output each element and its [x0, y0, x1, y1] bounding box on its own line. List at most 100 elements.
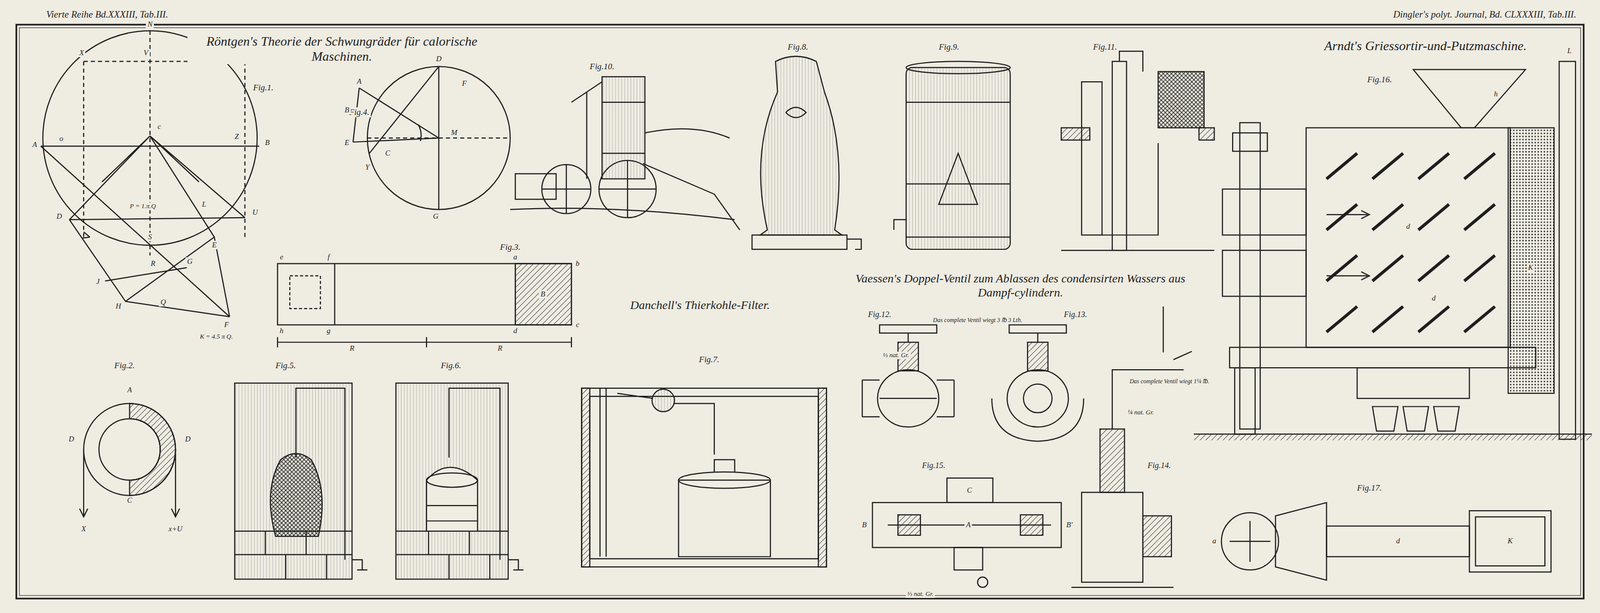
figure-number: Fig.11.: [1091, 42, 1119, 53]
figure-number: Fig.1.: [251, 82, 276, 93]
fig10-cart-part: [571, 81, 603, 179]
part-letter: K: [1526, 263, 1535, 272]
fig13-valve-part: [1037, 332, 1039, 342]
fig14-valve-part: [1100, 428, 1125, 492]
part-letter: d: [1394, 536, 1402, 545]
part-letter: c: [574, 320, 581, 329]
part-letter: D: [434, 54, 444, 64]
fig3-section-part: [277, 263, 572, 325]
fig10-cart-part: [602, 76, 646, 179]
part-letter: e: [278, 252, 286, 262]
fig5-filter: [234, 382, 368, 579]
part-letter: K: [1506, 536, 1515, 545]
fig1-flywheel-diagram-part: [83, 30, 246, 256]
figure-number: Fig.12.: [866, 309, 893, 319]
part-letter: A: [31, 140, 39, 149]
figure-number: Fig.16.: [1365, 74, 1394, 85]
fig5-filter-part: [234, 530, 352, 579]
fig16-machine-part: [1239, 122, 1261, 430]
fig2-ring-part: [83, 403, 176, 495]
fig6-filter-part: [426, 467, 478, 531]
fig16-machine-part-part: [1372, 306, 1404, 332]
fig1-flywheel-diagram-part: [69, 217, 245, 220]
fig16-machine-part-part: [1326, 255, 1357, 281]
figure-number: Fig.14.: [1145, 460, 1172, 470]
part-letter: d: [511, 326, 519, 335]
figure-number: Fig.8.: [786, 42, 811, 53]
fig10-cart: [510, 76, 740, 230]
fig7-filter-box-part: [589, 395, 819, 559]
figure-number: Fig.5.: [274, 360, 298, 371]
part-letter: f: [325, 252, 331, 262]
fig7-filter-box: [581, 387, 827, 567]
fig3-section-part: [334, 263, 516, 325]
fig12-valve-part: [879, 397, 937, 399]
fig11-apparatus-part: [1198, 127, 1215, 140]
part-letter: C: [383, 148, 392, 158]
fig9-filter-vessel: [893, 61, 1011, 250]
part-letter: A: [125, 385, 134, 394]
fig14-valve: [1071, 306, 1192, 587]
fig13-valve-part: [1027, 341, 1049, 371]
fig15-valve-section-part: [946, 477, 993, 503]
fig7-filter-box-part: [714, 459, 735, 472]
fig9-filter-vessel-part: [906, 67, 1011, 250]
fig16-machine-part: [1508, 127, 1555, 393]
fig13-valve-part: [1007, 369, 1069, 427]
fig16-machine-part-part: [1418, 204, 1450, 230]
fig2-ring-part: [129, 403, 176, 495]
fig16-machine-part-part: [1464, 255, 1495, 281]
fig16-machine-part-part: [1372, 204, 1404, 230]
fig6-filter-part: [395, 530, 509, 579]
fig1-flywheel-diagram-part: [40, 145, 230, 317]
fig8-urn-part: [847, 239, 862, 250]
fig10-cart-part: [510, 208, 735, 220]
fig7-filter-box-part: [678, 471, 771, 489]
part-letter: a: [1211, 536, 1219, 545]
fig16-machine-part-part: [1326, 306, 1357, 332]
fig7-filter-box-part: [600, 387, 607, 557]
part-letter: b: [573, 259, 581, 268]
figure-number: Fig.2.: [112, 360, 137, 371]
fig12-valve: [862, 324, 954, 428]
fig11-apparatus-part: [1112, 61, 1127, 251]
figure-number: Fig.9.: [937, 42, 961, 53]
fig16-machine-part-part: [1418, 306, 1450, 332]
fig2-ring-part: [79, 449, 88, 517]
part-letter: h: [1492, 89, 1500, 99]
fig15-valve-section-part: [1020, 514, 1044, 535]
fig15-valve-section-part: [872, 502, 1062, 548]
fig17-plan-part: [1326, 525, 1470, 557]
part-letter: P = 1.π.Q: [128, 202, 158, 211]
part-letter: V: [142, 48, 150, 58]
fig5-filter-part: [270, 453, 323, 536]
fig7-filter-box-part: [678, 479, 771, 557]
part-letter: J: [94, 277, 102, 286]
fig6-filter-part: [508, 559, 524, 570]
fig16-machine-part: [1326, 210, 1370, 280]
fig6-filter: [395, 382, 524, 579]
fig10-cart-part: [643, 128, 740, 231]
part-letter: B: [860, 520, 869, 529]
fig11-apparatus-part: [1061, 127, 1090, 140]
fig11-apparatus-part: [1158, 71, 1205, 128]
part-letter: d: [1405, 222, 1413, 231]
fig7-filter-box-part: [581, 387, 827, 567]
fig8-urn-part: [760, 56, 843, 235]
fig8-urn-part: [785, 107, 807, 118]
part-letter: Q: [158, 297, 168, 307]
fig16-machine-part-part: [1464, 153, 1495, 179]
fig5-filter-part: [351, 559, 368, 570]
fig3-section-part: [515, 263, 572, 325]
fig16-machine-part: [1222, 250, 1307, 297]
part-letter: A: [355, 77, 363, 86]
fig7-filter-box-part: [581, 387, 590, 567]
fig4-circle-diagram-part: [418, 124, 422, 142]
part-letter: G: [185, 257, 194, 266]
fig17-plan-part: [1475, 516, 1545, 566]
part-letter: B: [263, 138, 272, 147]
fig16-machine-part-part: [1372, 153, 1404, 179]
fig17-plan-part: [1275, 502, 1327, 580]
